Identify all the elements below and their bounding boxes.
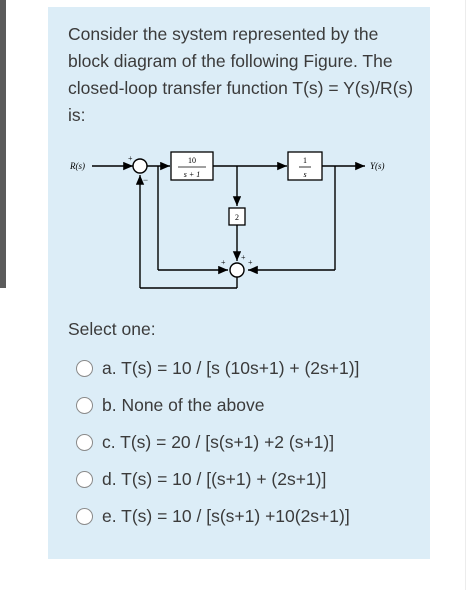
option-a-label: a. T(s) = 10 / [s (10s+1) + (2s+1)] — [102, 358, 360, 378]
radio-button[interactable] — [76, 508, 93, 525]
block2-numerator: 1 — [303, 156, 307, 165]
option-c[interactable]: c. T(s) = 20 / [s(s+1) +2 (s+1)] — [76, 424, 426, 461]
gain-value: 2 — [235, 213, 239, 222]
option-e[interactable]: e. T(s) = 10 / [s(s+1) +10(2s+1)] — [76, 498, 426, 535]
sum2-plus-top: + — [241, 253, 246, 262]
sum2-plus-left: + — [221, 258, 226, 267]
right-divider — [465, 0, 466, 590]
answer-options: a. T(s) = 10 / [s (10s+1) + (2s+1)] b. N… — [76, 350, 426, 535]
output-label: Y(s) — [370, 161, 385, 171]
block-diagram: R(s) + − 10 s + 1 1 s Y(s) 2 + — [70, 151, 385, 289]
option-e-label: e. T(s) = 10 / [s(s+1) +10(2s+1)] — [102, 506, 350, 526]
radio-button[interactable] — [76, 397, 93, 414]
input-label: R(s) — [70, 161, 85, 171]
radio-button[interactable] — [76, 434, 93, 451]
option-c-label: c. T(s) = 20 / [s(s+1) +2 (s+1)] — [102, 432, 335, 452]
block1-denominator: s + 1 — [184, 170, 201, 179]
block2-denominator: s — [303, 170, 306, 179]
select-one-label: Select one: — [68, 319, 156, 339]
sum1-plus-sign: + — [128, 154, 133, 163]
option-d[interactable]: d. T(s) = 10 / [(s+1) + (2s+1)] — [76, 461, 426, 498]
left-edge-bar — [0, 0, 6, 288]
option-a[interactable]: a. T(s) = 10 / [s (10s+1) + (2s+1)] — [76, 350, 426, 387]
summing-junction-2 — [229, 262, 245, 278]
sum2-plus-right: + — [248, 258, 253, 267]
radio-button[interactable] — [76, 471, 93, 488]
block1-numerator: 10 — [188, 156, 196, 165]
sum1-minus-sign: − — [143, 175, 148, 185]
option-b[interactable]: b. None of the above — [76, 387, 426, 424]
radio-button[interactable] — [76, 360, 93, 377]
block-1-over-s — [287, 151, 323, 181]
option-d-label: d. T(s) = 10 / [(s+1) + (2s+1)] — [102, 469, 327, 489]
summing-junction-1 — [132, 158, 148, 174]
question-card: Consider the system represented by the b… — [48, 7, 430, 559]
option-b-label: b. None of the above — [102, 395, 265, 415]
question-text: Consider the system represented by the b… — [68, 24, 414, 125]
